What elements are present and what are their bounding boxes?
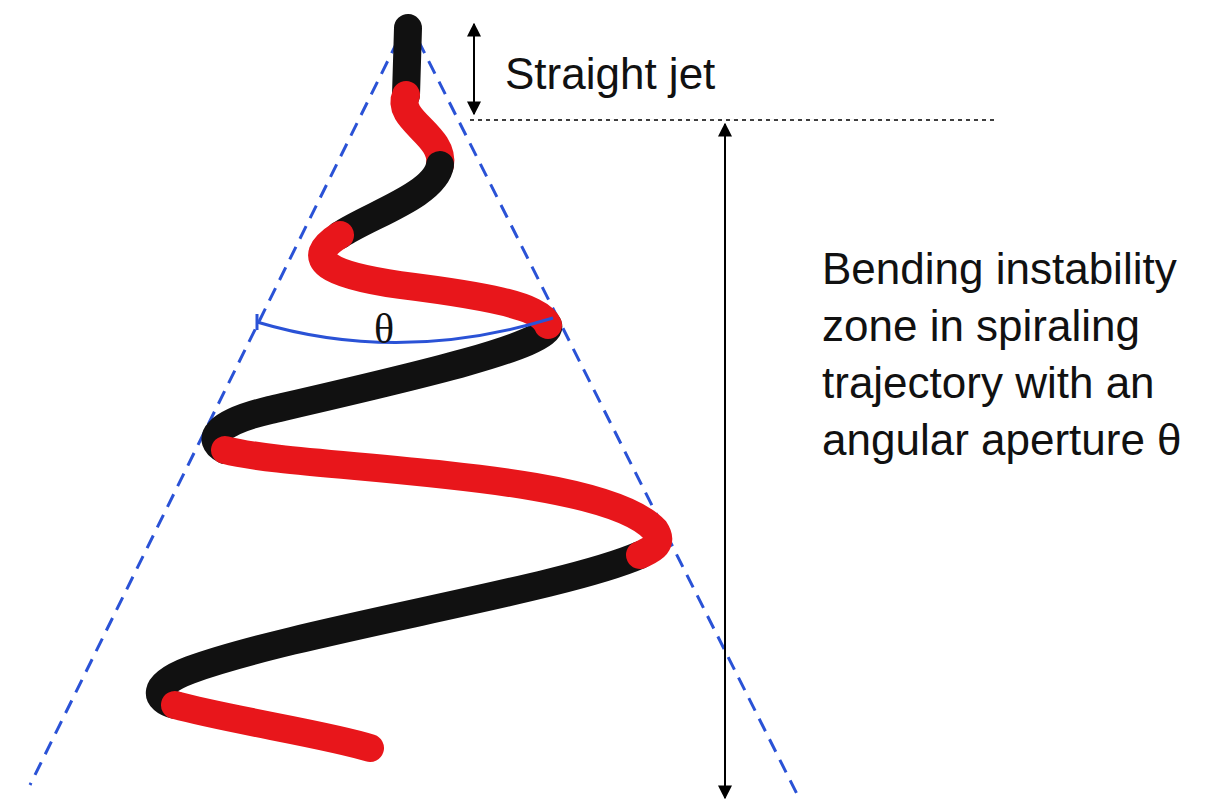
zone-description: Bending instability zone in spiraling tr… [822,240,1220,468]
dimension-arrow [724,124,726,798]
aperture-arc [257,318,553,343]
cone-line [408,20,800,800]
spiral-jet [160,28,658,748]
dimension-arrow [473,24,475,114]
separator-line [470,119,995,121]
angle-symbol: θ [374,304,414,354]
zone-label: Straight jet [505,46,835,102]
arc-tick [256,314,259,330]
